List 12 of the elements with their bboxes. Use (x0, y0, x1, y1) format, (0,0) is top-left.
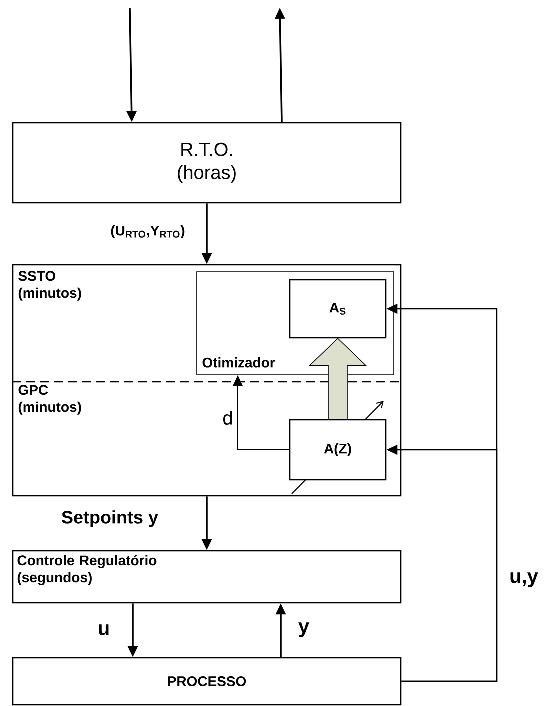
process-box: PROCESSO (12, 657, 402, 706)
model-box: A$_{S}$ (289, 279, 387, 339)
process-box: R.T.O. (horas) (12, 122, 402, 204)
edge-label: y (297, 622, 311, 638)
edge-label: (U$_{RTO}$,Y$_{RTO}$) (110, 224, 186, 240)
process-box: Controle Regulatório (segundos) (12, 550, 402, 604)
model-box: A(Z) (289, 419, 387, 481)
edge-label: Setpoints y (60, 510, 160, 528)
edge-label: u,y (508, 572, 540, 588)
edge-label: u (96, 624, 112, 636)
block-arrow (309, 338, 367, 420)
edge-label: d (222, 410, 234, 426)
